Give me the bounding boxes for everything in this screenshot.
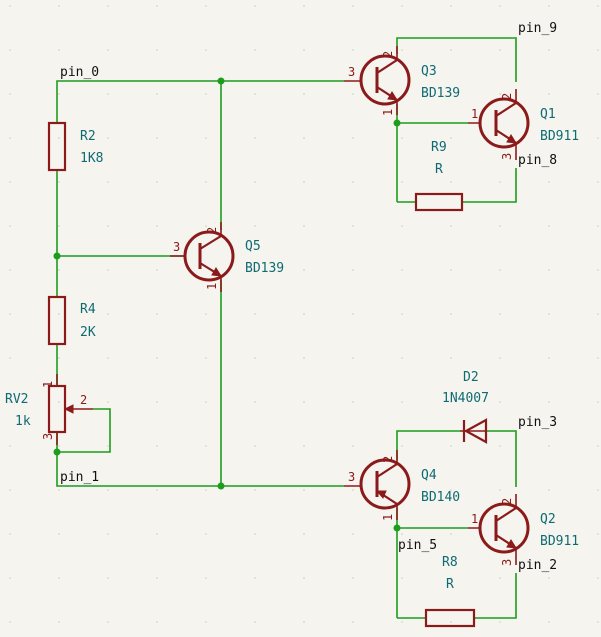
q3-pin2: 2 [381,51,395,58]
resistor-r2[interactable]: R2 1K8 [47,121,103,172]
net-label-pin5: pin_5 [398,538,437,553]
junction-q4-emitter [393,524,401,532]
d2-ref: D2 [463,370,479,385]
wires [56,37,517,619]
wire-pin0-rail [56,80,344,123]
junction-pin1-q5 [217,482,225,490]
resistor-r9[interactable]: R9 R [414,140,464,212]
q5-pin1: 1 [205,283,219,290]
r2-value: 1K8 [80,151,103,166]
transistor-q3[interactable]: 3 2 1 Q3 BD139 [344,46,460,116]
q4-pin2: 2 [381,456,395,463]
rv2-pin3: 3 [41,433,55,440]
net-label-pin9: pin_9 [518,21,557,36]
net-label-pin1: pin_1 [60,470,99,485]
potentiometer-rv2[interactable]: RV2 1k 1 2 3 [5,374,93,445]
rv2-pin2: 2 [80,393,87,407]
wire-r9-right [462,168,517,203]
q1-value: BD911 [540,129,579,144]
wire-pin1-rail [56,432,344,487]
q5-value: BD139 [245,261,284,276]
r4-value: 2K [80,325,96,340]
net-labels: pin_0 pin_1 pin_9 pin_8 pin_3 pin_5 pin_… [60,21,557,573]
r8-value: R [446,577,454,592]
grid [9,5,599,623]
q2-pin1: 1 [471,512,478,526]
wire-rv2-wiper [57,408,111,453]
q4-pin3: 3 [348,470,355,484]
rv2-value: 1k [15,414,31,429]
transistor-q4[interactable]: 3 2 1 Q4 BD140 [344,450,460,521]
q1-pin2: 2 [500,93,514,100]
q5-pin2: 2 [205,227,219,234]
junction-rv2-node [53,448,61,456]
q1-ref: Q1 [540,107,556,122]
wire-q3-collector-pin9 [396,37,517,82]
r4-ref: R4 [80,302,96,317]
q5-pin3: 3 [173,240,180,254]
transistor-q1[interactable]: 1 2 3 Q1 BD911 [468,89,579,160]
q3-value: BD139 [421,86,460,101]
r8-ref: R8 [442,555,458,570]
wire-d2-pin3 [487,430,517,487]
d2-value: 1N4007 [442,391,489,406]
wire-r8-right [474,573,517,619]
junction-pin0-q5 [217,77,225,85]
resistor-r4[interactable]: R4 2K [47,295,96,346]
junction-r2r4-node [53,252,61,260]
q1-pin3: 3 [500,153,514,160]
q4-ref: Q4 [421,468,437,483]
q4-pin1: 1 [381,514,395,521]
net-label-pin2: pin_2 [518,558,557,573]
r9-ref: R9 [431,140,447,155]
transistor-q2[interactable]: 1 2 3 Q2 BD911 [468,494,579,566]
rv2-pin1: 1 [41,381,55,388]
q3-pin1: 1 [381,109,395,116]
q2-pin3: 3 [500,559,514,566]
r2-ref: R2 [80,129,96,144]
rv2-ref: RV2 [5,392,28,407]
junctions [53,77,401,532]
q3-ref: Q3 [421,64,437,79]
net-label-pin0: pin_0 [60,65,99,80]
net-label-pin8: pin_8 [518,153,557,168]
q2-value: BD911 [540,534,579,549]
q2-ref: Q2 [540,512,556,527]
q4-value: BD140 [421,490,460,505]
diode-d2[interactable]: D2 1N4007 [442,370,489,444]
transistor-q5[interactable]: 3 2 1 Q5 BD139 [170,222,284,292]
q2-pin2: 2 [500,498,514,505]
q3-pin3: 3 [348,65,355,79]
q5-ref: Q5 [245,239,261,254]
net-label-pin3: pin_3 [518,415,557,430]
junction-q3-emitter [393,119,401,127]
r9-value: R [435,162,443,177]
resistor-r8[interactable]: R8 R [424,555,476,628]
q1-pin1: 1 [471,107,478,121]
